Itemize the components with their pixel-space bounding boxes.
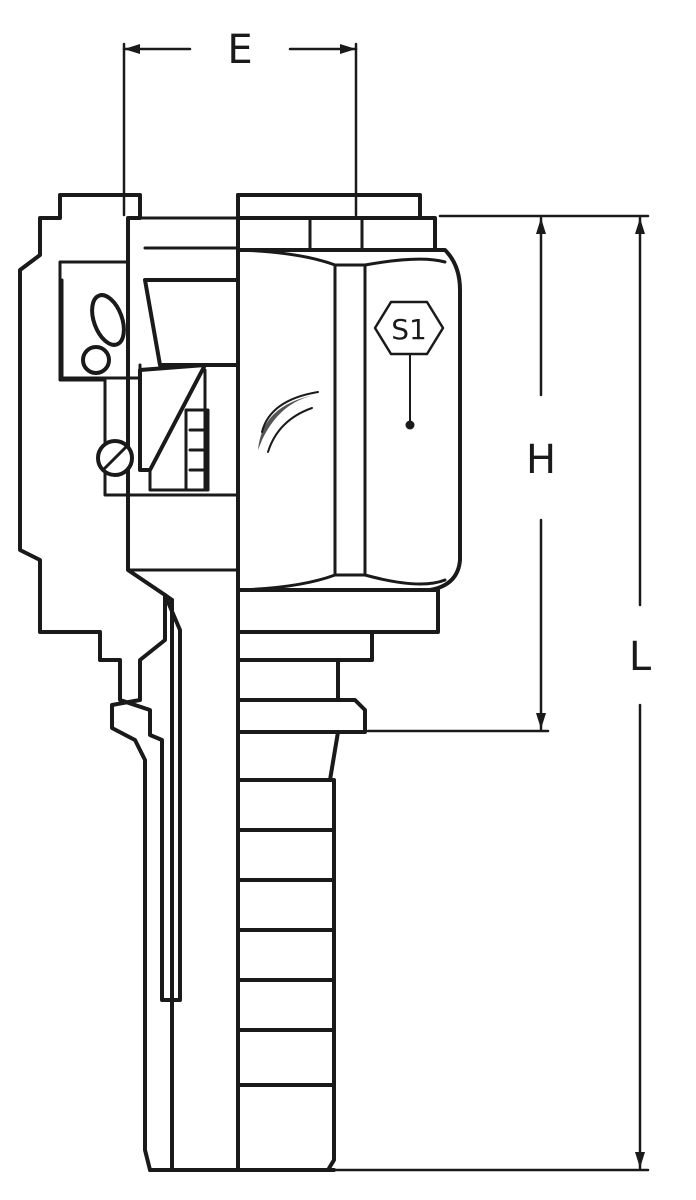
hex-callout-label: S1 [391,313,427,346]
nut-bore [58,260,130,497]
dimension-e-label: E [227,27,252,73]
nut-section [18,193,182,1002]
outside-view [148,193,462,1172]
hex-callout: S1 [373,300,445,430]
dimension-l-label: L [629,634,652,680]
dimension-h-label: H [526,437,556,483]
hex-top-band [236,216,437,252]
hexagon-callout-icon [373,300,445,356]
barbed-tail [236,730,340,1172]
swoosh-logo-icon [258,391,319,453]
dimension-e: E [122,27,358,217]
o-ring-seal [90,293,126,347]
dimension-h: H [366,214,650,733]
sectioned-half [18,193,240,1172]
o-ring-small [81,345,111,375]
callout-dot [405,420,415,430]
dimension-l: L [328,216,652,1172]
insert-wedge [138,363,207,472]
